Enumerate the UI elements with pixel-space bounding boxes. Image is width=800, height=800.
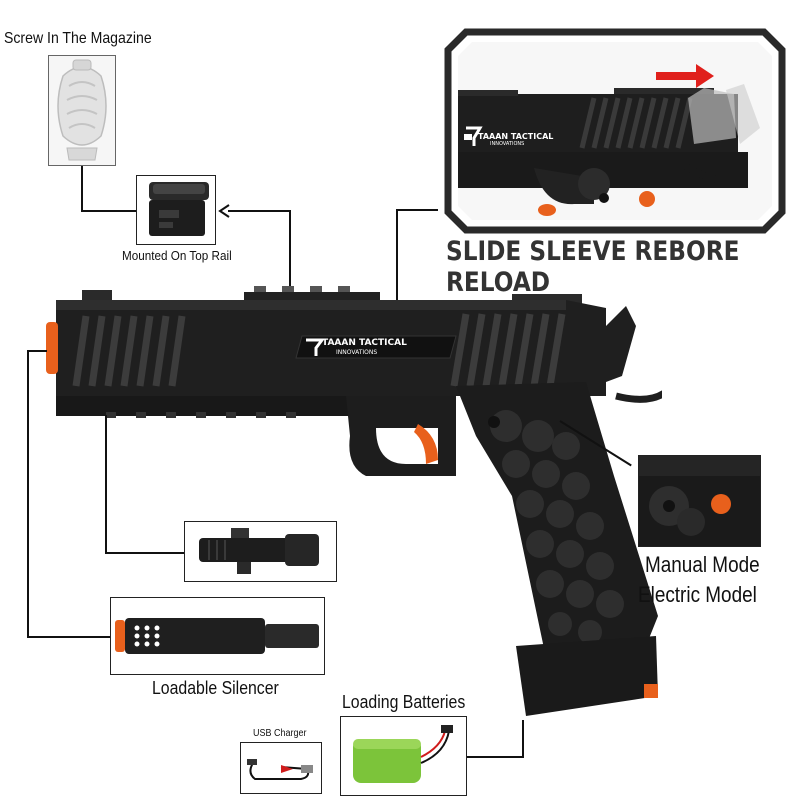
- slide-brand-name: TAAAN TACTICAL: [478, 132, 554, 141]
- silencer-image: [110, 597, 325, 675]
- pistol-brand-name: TAAAN TACTICAL: [322, 338, 407, 348]
- connector-line: [81, 210, 137, 212]
- pistol-brand-sub: INNOVATIONS: [336, 349, 378, 356]
- connector-line: [396, 209, 398, 304]
- loadable-silencer-label: Loadable Silencer: [152, 678, 279, 698]
- manual-mode-label: Manual Mode: [645, 552, 760, 577]
- usb-charger-label: USB Charger: [253, 728, 307, 739]
- connector-line: [467, 756, 523, 758]
- flashlight-icon: [199, 528, 319, 574]
- usb-charger-image: [240, 742, 322, 794]
- connector-line: [81, 166, 83, 212]
- connector-line: [27, 350, 47, 352]
- slide-brand-sub: INNOVATIONS: [490, 141, 525, 147]
- mode-switch-icon: [639, 456, 760, 546]
- connector-line: [522, 720, 524, 758]
- connector-line: [27, 350, 29, 637]
- top-rail-mount-image: [136, 175, 216, 245]
- usb-cable-icon: [247, 759, 313, 780]
- pistol-main-image: [46, 286, 662, 726]
- loading-batteries-label: Loading Batteries: [342, 692, 466, 712]
- slide-sleeve-headline: SLIDE SLEEVE REBORE RELOAD: [446, 236, 740, 298]
- rail-mount-icon: [149, 182, 209, 236]
- connector-line: [27, 636, 111, 638]
- connector-line: [105, 552, 185, 554]
- magazine-bottle-image: [48, 55, 116, 166]
- bottle-icon: [49, 56, 115, 165]
- electric-model-label: Electric Model: [638, 582, 757, 607]
- silencer-icon: [115, 618, 319, 654]
- arrow-left-icon: [218, 204, 230, 218]
- manual-mode-detail-image: [638, 455, 761, 547]
- battery-image: [340, 716, 467, 796]
- screw-magazine-label: Screw In The Magazine: [4, 30, 152, 47]
- mounted-top-rail-label: Mounted On Top Rail: [122, 248, 232, 263]
- connector-line: [289, 210, 291, 296]
- slide-detail-frame: [444, 28, 786, 234]
- connector-line: [228, 210, 291, 212]
- flashlight-image: [184, 521, 337, 582]
- connector-line: [396, 209, 438, 211]
- connector-line: [105, 415, 107, 553]
- battery-icon: [353, 725, 453, 783]
